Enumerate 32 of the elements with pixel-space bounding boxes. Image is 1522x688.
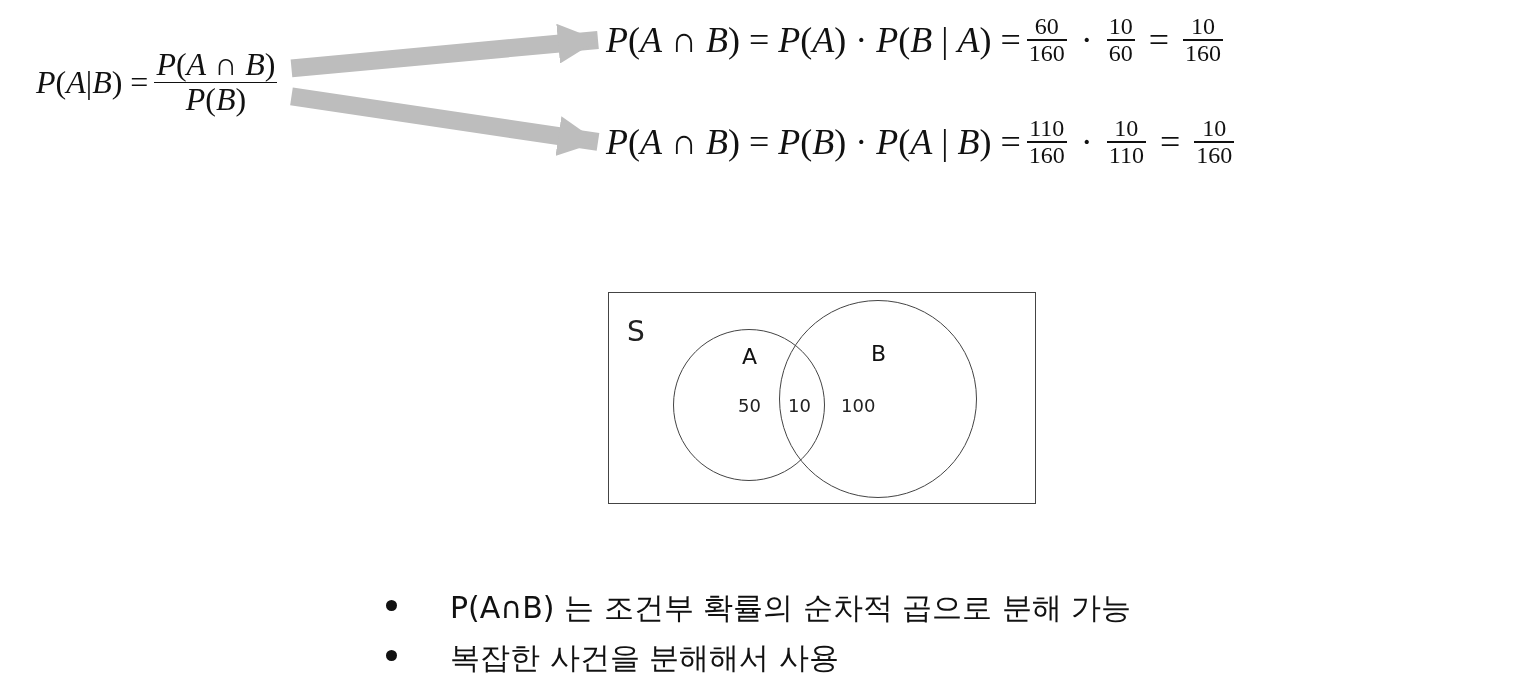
formula-text: P(A ∩ B) = P(B) · P(A | B) =	[606, 120, 1021, 163]
denominator-text: P(B)	[185, 83, 248, 117]
bullet-text: 복잡한 사건을 분해해서 사용	[450, 639, 839, 677]
numerator-text: 60	[1033, 14, 1060, 40]
numerator-text: 10	[1107, 14, 1134, 40]
denominator-text: 160	[1195, 142, 1234, 168]
numerator-text: 10	[1113, 116, 1140, 142]
operator-text: =	[1159, 120, 1181, 163]
denominator-text: 160	[1027, 142, 1066, 168]
operator-text: =	[1148, 18, 1170, 61]
denominator-text: 60	[1107, 40, 1134, 66]
denominator-text: 160	[1027, 40, 1066, 66]
count-text: 50	[738, 395, 761, 416]
operator-text: ·	[1080, 120, 1093, 163]
set-label: S	[627, 315, 645, 348]
set-label: A	[742, 344, 758, 369]
numerator-text: 10	[1190, 14, 1217, 40]
numerator-text: P(A ∩ B)	[155, 48, 277, 82]
set-label: B	[871, 341, 887, 366]
arrow	[290, 23, 599, 78]
denominator-text: 160	[1184, 40, 1223, 66]
bullet-text: P(A∩B) 는 조건부 확률의 순차적 곱으로 분해 가능	[450, 589, 1132, 627]
formula-text: P(A ∩ B) = P(A) · P(B | A) =	[606, 18, 1021, 61]
numerator-text: 10	[1201, 116, 1228, 142]
count-text: 10	[788, 395, 811, 416]
formula-text: P(A|B) =	[36, 63, 149, 101]
count-text: 100	[841, 395, 876, 416]
numerator-text: 110	[1028, 116, 1066, 142]
operator-text: ·	[1080, 18, 1093, 61]
sample-space-box	[608, 292, 1036, 504]
arrow	[290, 87, 600, 156]
denominator-text: 110	[1107, 142, 1145, 168]
